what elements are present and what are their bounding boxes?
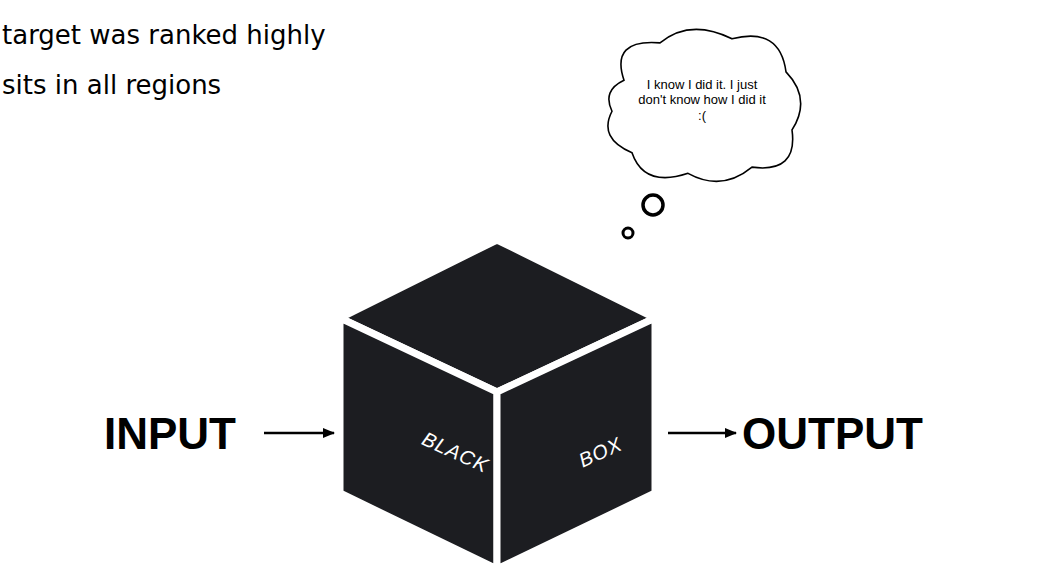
output-arrow	[668, 432, 736, 435]
cube-face	[497, 318, 655, 569]
black-box-cube: BLACKBOX	[330, 235, 670, 569]
thought-text: I know I did it. I just don't know how I…	[638, 77, 766, 124]
thought-dot	[623, 228, 633, 238]
cloud-shape	[608, 29, 801, 181]
cube-face	[340, 318, 497, 569]
output-label: OUTPUT	[742, 409, 923, 459]
thought-dot	[643, 195, 663, 215]
thought-bubble: I know I did it. I just don't know how I…	[592, 16, 812, 192]
cube-shape	[330, 235, 670, 569]
slide-text: target was ranked highly	[2, 20, 326, 50]
slide-text: sits in all regions	[2, 70, 221, 100]
input-label: INPUT	[104, 409, 236, 459]
input-arrow	[264, 432, 334, 435]
